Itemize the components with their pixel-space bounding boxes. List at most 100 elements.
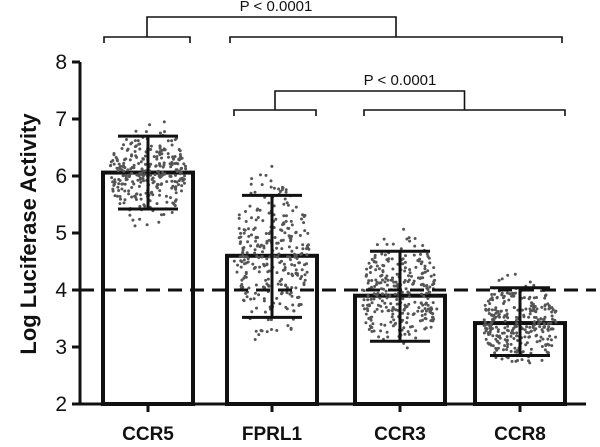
- data-point: [425, 284, 429, 287]
- data-point: [550, 306, 554, 310]
- data-point: [293, 263, 297, 267]
- data-point: [515, 331, 519, 335]
- data-point: [158, 150, 162, 154]
- data-point: [239, 265, 243, 269]
- data-point: [407, 302, 411, 306]
- data-point: [119, 197, 122, 201]
- data-point: [148, 123, 152, 127]
- data-point: [143, 204, 147, 208]
- data-point: [364, 321, 368, 325]
- data-point: [237, 227, 241, 230]
- data-point: [520, 358, 524, 362]
- data-point: [428, 285, 432, 289]
- data-point: [239, 235, 243, 239]
- data-point: [392, 280, 396, 284]
- data-point: [514, 315, 518, 319]
- significance-label: P < 0.0001: [364, 72, 437, 89]
- data-point: [405, 321, 409, 325]
- data-point: [408, 268, 412, 272]
- data-point: [540, 345, 544, 348]
- data-point: [239, 259, 243, 263]
- data-point: [294, 231, 298, 235]
- data-point: [177, 183, 180, 187]
- data-point: [433, 278, 437, 282]
- data-point: [250, 216, 253, 220]
- x-tick-label-fprl1: FPRL1: [242, 424, 303, 445]
- data-point: [171, 155, 175, 159]
- data-point: [290, 294, 294, 298]
- data-point: [247, 286, 251, 290]
- data-point: [287, 234, 291, 238]
- data-point: [155, 150, 159, 154]
- data-point: [113, 194, 117, 198]
- data-point: [162, 120, 166, 124]
- data-point: [249, 297, 253, 301]
- data-point: [247, 227, 250, 231]
- data-point: [290, 263, 294, 267]
- data-point: [290, 249, 294, 253]
- data-point: [291, 209, 295, 213]
- data-point: [494, 325, 498, 329]
- data-point: [130, 195, 134, 199]
- data-point: [253, 291, 257, 295]
- data-point: [377, 335, 381, 339]
- data-point: [375, 307, 379, 311]
- data-point: [528, 280, 532, 284]
- y-tick-label: 4: [55, 279, 67, 302]
- data-point: [385, 330, 389, 334]
- data-point: [527, 315, 531, 319]
- data-point: [260, 255, 264, 259]
- data-point: [250, 177, 254, 181]
- data-point: [303, 229, 307, 233]
- data-point: [170, 179, 174, 183]
- data-point: [531, 326, 535, 329]
- data-point: [239, 231, 243, 235]
- data-point: [425, 252, 429, 256]
- data-point: [543, 315, 547, 319]
- data-point: [401, 297, 405, 301]
- data-point: [264, 173, 268, 177]
- data-point: [237, 213, 241, 217]
- data-point: [160, 182, 164, 186]
- data-point: [292, 309, 296, 313]
- data-point: [261, 250, 264, 254]
- data-point: [293, 252, 296, 256]
- data-point: [382, 237, 386, 241]
- data-point: [388, 294, 392, 298]
- data-point: [426, 255, 430, 258]
- data-point: [115, 194, 119, 198]
- data-point: [529, 304, 533, 308]
- data-point: [305, 262, 308, 266]
- data-point: [242, 228, 246, 232]
- data-point: [384, 289, 388, 293]
- data-point: [513, 346, 517, 350]
- data-point: [364, 274, 368, 278]
- data-point: [129, 167, 133, 171]
- data-point: [253, 190, 257, 194]
- data-point: [541, 337, 545, 341]
- data-point: [510, 359, 514, 363]
- data-point: [116, 169, 120, 173]
- data-point: [405, 237, 409, 241]
- data-point: [506, 345, 509, 349]
- data-point: [403, 332, 407, 336]
- data-point: [249, 244, 253, 248]
- data-point: [117, 162, 121, 166]
- data-point: [493, 292, 496, 296]
- data-point: [134, 154, 138, 158]
- data-point: [501, 296, 505, 300]
- data-point: [543, 348, 547, 352]
- data-point: [259, 173, 262, 177]
- data-point: [238, 242, 242, 245]
- data-point: [301, 243, 305, 247]
- data-point: [124, 174, 128, 177]
- data-point: [366, 281, 370, 285]
- data-point: [138, 217, 142, 221]
- data-point: [137, 184, 141, 188]
- data-point: [522, 315, 526, 319]
- data-point: [491, 314, 495, 318]
- data-point: [527, 331, 531, 335]
- data-point: [136, 178, 140, 182]
- data-point: [244, 275, 248, 279]
- data-point: [427, 290, 431, 294]
